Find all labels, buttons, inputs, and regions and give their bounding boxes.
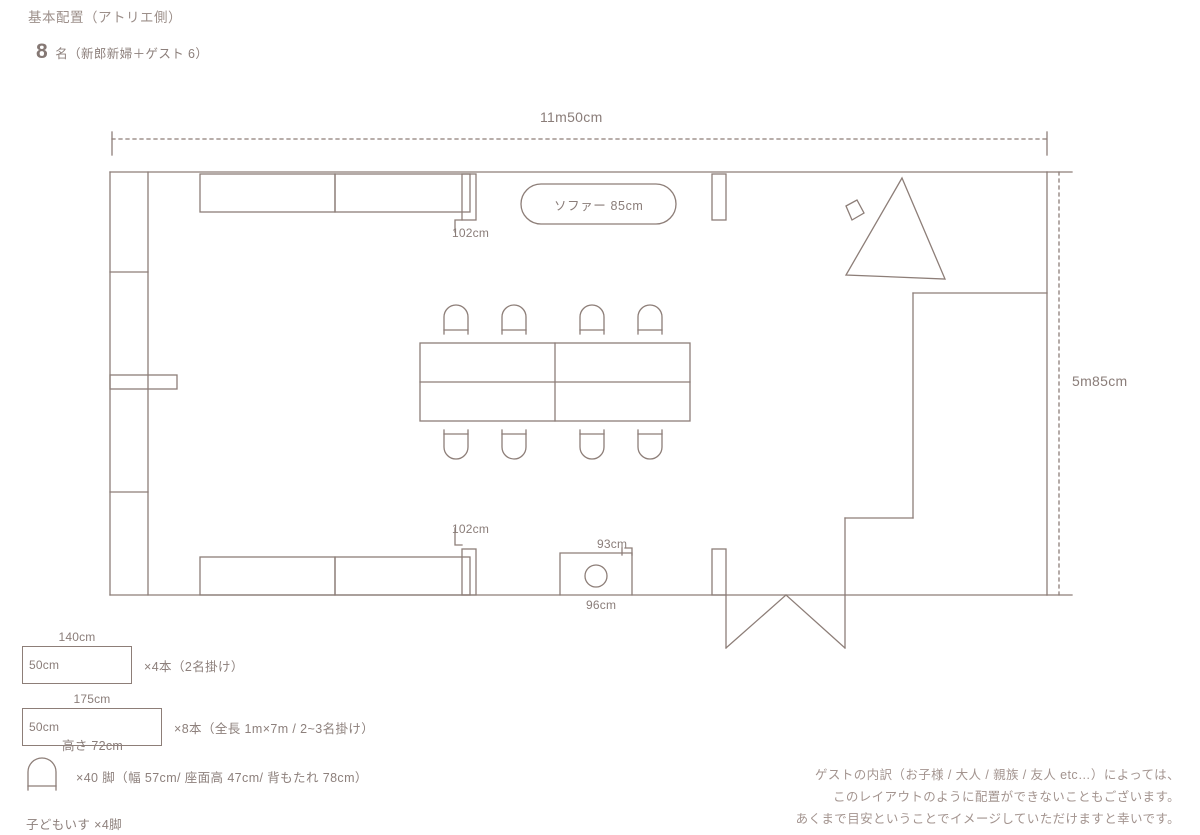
dimension-93-label: 93cm: [597, 537, 628, 551]
fixture-box: [559, 552, 633, 596]
sofa-label: ソファー 85cm: [554, 199, 644, 213]
bench-top-left: [199, 173, 336, 213]
room-outline: [109, 171, 1048, 596]
legend-bench-140-count: ×4本（2名掛け）: [144, 659, 244, 674]
chair-bottom-2: [501, 429, 527, 460]
chair-top-3: [579, 304, 605, 335]
disclaimer-line-3: あくまで目安ということでイメージしていただけますと幸いです。: [795, 811, 1180, 826]
pillar-top-right: [711, 173, 727, 221]
legend-bench-175: 175cm 50cm ×8本（全長 1m×7m / 2~3名掛け）: [22, 692, 374, 746]
legend-bench-175-side-dim: 50cm: [29, 720, 60, 734]
legend-bench-140: 140cm 50cm ×4本（2名掛け）: [22, 630, 244, 684]
bench-bottom-left: [199, 556, 336, 596]
double-door-swing: [725, 594, 846, 649]
small-rotated-rect: [845, 199, 865, 221]
legend-bench-175-top-dim: 175cm: [73, 692, 111, 706]
capacity-summary: 8 名（新郎新婦＋ゲスト 6）: [36, 40, 208, 64]
pillar-bottom-left: [461, 548, 477, 596]
left-wall-structure: [109, 171, 178, 596]
legend-chair-icon: [26, 762, 66, 790]
dimension-102-top-label: 102cm: [452, 226, 490, 240]
page-title: 基本配置（アトリエ側）: [28, 10, 182, 25]
chair-top-1: [443, 304, 469, 335]
bench-top-right: [334, 173, 471, 213]
chair-top-4: [637, 304, 663, 335]
right-alcove: [844, 292, 1048, 596]
capacity-description: 名（新郎新婦＋ゲスト 6）: [55, 47, 209, 61]
triangle-shape: [844, 176, 947, 280]
dimension-width: [111, 131, 1048, 156]
capacity-number: 8: [36, 40, 49, 63]
chair-bottom-4: [637, 429, 663, 460]
dimension-width-label: 11m50cm: [540, 109, 603, 125]
legend-chair-count: ×40 脚（幅 57cm/ 座面高 47cm/ 背もたれ 78cm）: [76, 770, 368, 785]
legend-bench-140-box: 50cm: [22, 646, 132, 684]
legend-bench-140-side-dim: 50cm: [29, 658, 60, 672]
legend-bench-140-top-dim: 140cm: [58, 630, 96, 644]
legend-bench-175-count: ×8本（全長 1m×7m / 2~3名掛け）: [174, 721, 375, 736]
dining-table-group: [419, 342, 691, 422]
legend-kid-chair: 子どもいす ×4脚: [26, 818, 123, 832]
dimension-height: [1046, 171, 1073, 596]
legend-bench-175-box: 50cm: [22, 708, 162, 746]
pillar-top-left: [461, 173, 477, 221]
dimension-102-bottom-label: 102cm: [452, 522, 490, 536]
chair-top-2: [501, 304, 527, 335]
dimension-height-label: 5m85cm: [1072, 373, 1128, 389]
chair-bottom-3: [579, 429, 605, 460]
legend-bench-height-note: 高さ 72cm: [62, 739, 124, 753]
disclaimer-line-1: ゲストの内訳（お子様 / 大人 / 親族 / 友人 etc…）によっては、: [815, 768, 1180, 782]
bench-bottom-right: [334, 556, 471, 596]
disclaimer-line-2: このレイアウトのように配置ができないこともございます。: [832, 789, 1180, 804]
dimension-96-label: 96cm: [586, 598, 617, 612]
legend-chair: ×40 脚（幅 57cm/ 座面高 47cm/ 背もたれ 78cm）: [26, 762, 368, 790]
chair-bottom-1: [443, 429, 469, 460]
disclaimer-note: ゲストの内訳（お子様 / 大人 / 親族 / 友人 etc…）によっては、 この…: [796, 765, 1180, 831]
pillar-bottom-right: [711, 548, 727, 596]
